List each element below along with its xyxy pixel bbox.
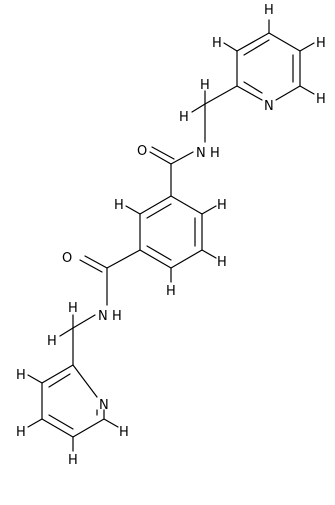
bond xyxy=(41,418,74,438)
bond xyxy=(191,103,206,113)
bond xyxy=(204,85,238,105)
atom-h: H xyxy=(316,36,326,51)
bond xyxy=(299,42,315,52)
bond xyxy=(139,195,172,215)
bond xyxy=(170,249,203,269)
bond xyxy=(170,151,194,165)
atom-h: H xyxy=(16,368,26,383)
bond xyxy=(72,364,98,398)
bond xyxy=(146,245,172,261)
atom-h: H xyxy=(68,453,78,468)
bonds xyxy=(27,19,315,452)
bond xyxy=(243,81,263,94)
atom-h: H xyxy=(119,425,129,440)
atom-h: H xyxy=(114,198,124,213)
bond xyxy=(268,32,301,52)
bond xyxy=(236,32,270,52)
atom-h: H xyxy=(179,110,189,125)
atom-h: H xyxy=(112,309,122,324)
bond xyxy=(103,418,119,428)
bond xyxy=(27,374,43,384)
atom-o: O xyxy=(62,251,72,266)
bond xyxy=(149,151,172,165)
atom-h: H xyxy=(210,146,220,161)
atom-h: H xyxy=(217,198,227,213)
bond xyxy=(27,418,43,428)
atom-n: N xyxy=(98,309,108,324)
atom-n: N xyxy=(264,99,274,114)
atom-o: O xyxy=(137,144,147,159)
bond xyxy=(84,255,108,269)
bond xyxy=(72,314,96,329)
atom-h: H xyxy=(68,301,78,316)
bond xyxy=(125,205,141,215)
bond xyxy=(299,85,315,95)
bond xyxy=(79,259,103,273)
bond xyxy=(275,85,301,101)
atom-h: H xyxy=(200,78,210,93)
atom-n: N xyxy=(196,146,206,161)
bond xyxy=(170,195,203,215)
bond xyxy=(151,146,175,160)
bond xyxy=(201,205,217,215)
atom-h: H xyxy=(217,255,227,270)
bond xyxy=(59,327,74,337)
bond xyxy=(243,39,270,56)
bond xyxy=(146,203,172,219)
bond xyxy=(72,418,105,438)
atom-h: H xyxy=(47,334,57,349)
bond xyxy=(106,249,141,269)
bond xyxy=(223,42,238,52)
bond xyxy=(48,373,71,388)
bond xyxy=(48,414,74,430)
atom-h: H xyxy=(212,36,222,51)
bond xyxy=(139,249,172,269)
atom-n: N xyxy=(99,398,109,413)
atom-h: H xyxy=(316,92,326,107)
atom-h: H xyxy=(16,425,26,440)
bond xyxy=(41,364,74,384)
atom-labels: H H H H N H H N H O H H H H O N H H H H … xyxy=(16,3,326,468)
bond xyxy=(236,85,263,101)
atom-h: H xyxy=(166,284,176,299)
bond xyxy=(201,249,217,259)
atom-h: H xyxy=(264,3,274,18)
